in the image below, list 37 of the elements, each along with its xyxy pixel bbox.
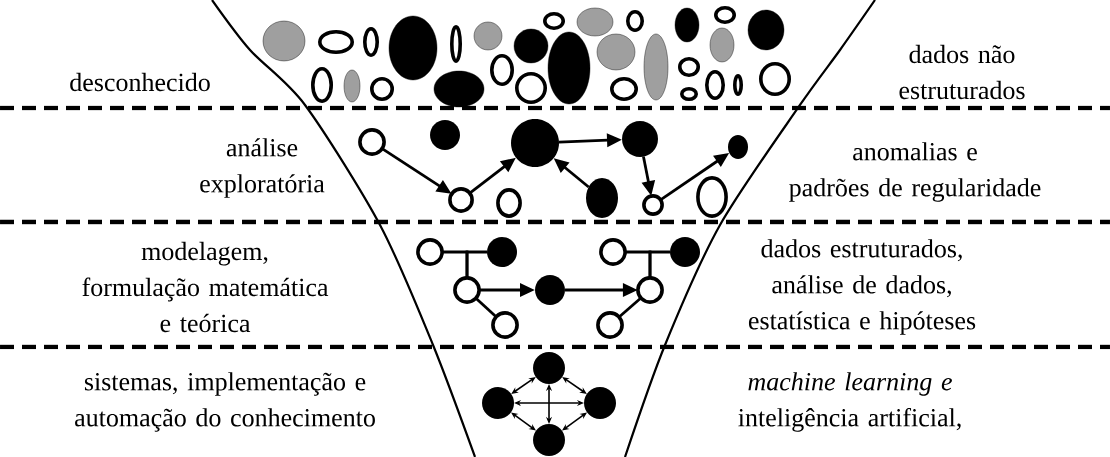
stage-label: dados não estruturados bbox=[899, 44, 1025, 100]
circle-node bbox=[584, 387, 616, 419]
circle-node bbox=[430, 120, 460, 150]
arrow bbox=[648, 250, 670, 278]
circle-node bbox=[358, 128, 386, 156]
circle-node bbox=[599, 238, 627, 266]
circle-node bbox=[535, 275, 565, 305]
arrow bbox=[514, 399, 584, 407]
stage-label: modelagem, formulação matemática e teórica bbox=[82, 241, 329, 333]
circle-node bbox=[670, 237, 700, 267]
arrow bbox=[465, 250, 487, 278]
circle-node bbox=[491, 311, 519, 339]
arrow bbox=[511, 377, 536, 394]
circle-node bbox=[728, 135, 748, 159]
stage-label: sistemas, implementação e automação do conhecimento bbox=[75, 372, 375, 432]
stage-label: anomalias e padrões de regularidade bbox=[789, 142, 1041, 202]
circle-node bbox=[533, 424, 565, 456]
stage-label: dados estruturados, análise de dados, estatística e hipóteses bbox=[748, 239, 976, 335]
circle-node bbox=[511, 119, 559, 167]
stage-label: desconhecido bbox=[70, 72, 210, 92]
stage-label: análise exploratória bbox=[200, 138, 325, 198]
circle-node bbox=[696, 176, 728, 218]
circle-node bbox=[596, 311, 624, 339]
circle-node bbox=[482, 387, 514, 419]
circle-node bbox=[586, 178, 618, 218]
circle-node bbox=[453, 276, 481, 304]
circle-node bbox=[533, 352, 565, 384]
arrow bbox=[562, 377, 587, 394]
circle-node bbox=[622, 121, 658, 157]
circle-node bbox=[496, 188, 522, 218]
circle-node bbox=[487, 237, 517, 267]
arrow bbox=[545, 384, 553, 424]
circle-node bbox=[642, 194, 664, 216]
stage-label: machine learning e inteligência artificial, bbox=[738, 372, 961, 432]
circle-node bbox=[416, 238, 444, 266]
circle-node bbox=[448, 187, 474, 213]
circle-node bbox=[636, 276, 664, 304]
